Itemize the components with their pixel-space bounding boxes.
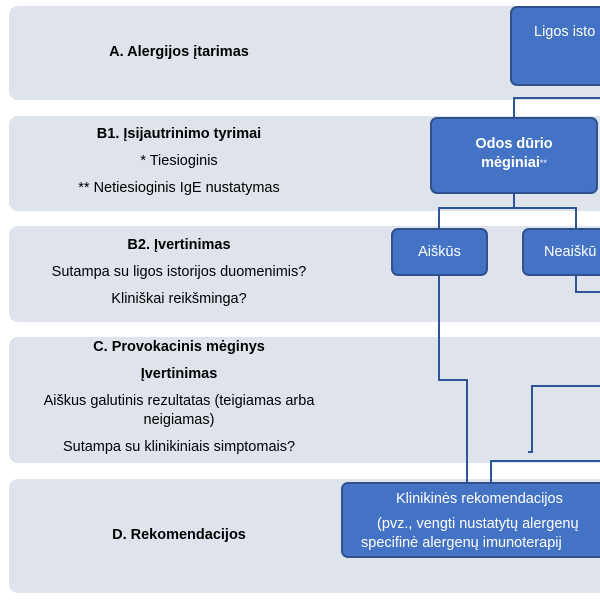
connector-rec-input	[490, 460, 600, 482]
box-rec-title: Klinikinės rekomendacijos	[396, 491, 563, 507]
row-c-line1a: Aiškus galutinis rezultatas (teigiamas a…	[43, 393, 315, 409]
box-rec-line2: specifinė alergenų imunoterapij	[361, 535, 562, 551]
row-d-title: D. Rekomendacijos	[112, 527, 246, 543]
row-b2-title: B2. Įvertinimas	[127, 237, 231, 253]
row-a-text: A. Alergijos įtarimas	[9, 43, 349, 62]
connector-skin-to-branches	[438, 193, 577, 228]
row-d-text: D. Rekomendacijos	[9, 526, 349, 545]
box-rec-line1: (pvz., vengti nustatytų alergenų	[377, 516, 579, 532]
connector-provocation-to-rec	[528, 385, 600, 453]
connector-history-to-skin	[513, 86, 600, 117]
row-c-subtitle: Įvertinimas	[140, 366, 218, 382]
row-b2-line2: Kliniškai reikšminga?	[111, 291, 247, 307]
row-evaluation	[9, 226, 600, 322]
connector-unclear-right	[575, 276, 600, 293]
row-c-line1b: neigiamas)	[143, 412, 215, 428]
box-skin-line1: Odos dūrio	[475, 136, 553, 152]
box-clinical-recommendations: Klinikinės rekomendacijos (pvz., vengti …	[341, 482, 600, 558]
row-c-text: C. Provokacinis mėginys Įvertinimas Aišk…	[9, 338, 349, 457]
row-allergy-suspicion	[9, 6, 600, 100]
row-c-title: C. Provokacinis mėginys	[93, 339, 265, 355]
box-unclear-label: Neaiškū	[544, 244, 597, 260]
box-skin-line2: mėginiai	[481, 155, 540, 171]
row-b2-text: B2. Įvertinimas Sutampa su ligos istorij…	[9, 236, 349, 309]
box-unclear-result: Neaiškū	[522, 228, 600, 276]
row-b2-line1: Sutampa su ligos istorijos duomenimis?	[51, 264, 307, 280]
connector-clear-to-rec	[438, 276, 468, 482]
box-medical-history: Ligos isto	[510, 6, 600, 86]
box-clear-result: Aiškūs	[391, 228, 488, 276]
row-b1-title: B1. Įsijautrinimo tyrimai	[96, 126, 262, 142]
row-b1-text: B1. Įsijautrinimo tyrimai * Tiesioginis …	[9, 125, 349, 198]
box-medical-history-label: Ligos isto	[534, 24, 596, 40]
row-b1-line1: * Tiesioginis	[140, 153, 218, 169]
box-skin-prick-tests: Odos dūrio mėginiai**	[430, 117, 598, 194]
box-clear-label: Aiškūs	[418, 244, 461, 260]
row-provocation-test	[9, 337, 600, 463]
row-a-title: A. Alergijos įtarimas	[109, 44, 249, 60]
box-skin-mark: **	[539, 158, 547, 168]
row-b1-line2: ** Netiesioginis IgE nustatymas	[78, 180, 280, 196]
row-c-line2: Sutampa su klinikiniais simptomais?	[62, 439, 296, 455]
